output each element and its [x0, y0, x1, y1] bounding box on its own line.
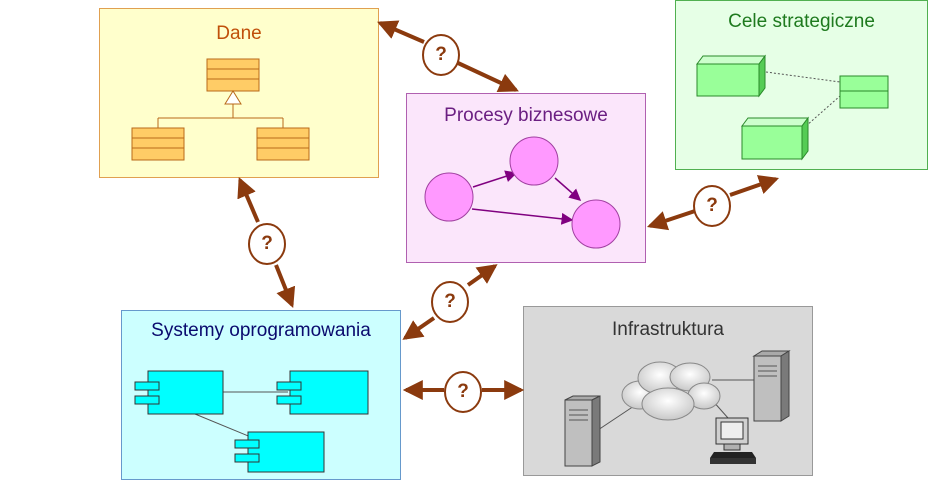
question-ellipse-systemy-procesy	[431, 281, 469, 323]
question-label-dane-procesy: ?	[435, 44, 447, 65]
arrow-dane-systemy-b	[274, 264, 296, 308]
arrow-systemy-procesy-a	[402, 316, 436, 340]
dane-title: Dane	[216, 23, 262, 44]
arrow-systemy-procesy-b	[466, 264, 498, 287]
question-ellipse-dane-procesy	[422, 34, 460, 76]
systemy-title: Systemy oprogramowania	[151, 320, 371, 341]
question-label-dane-systemy: ?	[261, 233, 273, 254]
question-ellipse-procesy-cele	[693, 185, 731, 227]
cele-title: Cele strategiczne	[728, 11, 875, 32]
question-label-systemy-infrastruktura: ?	[457, 381, 469, 402]
arrow-dane-systemy-a	[237, 177, 260, 223]
arrow-dane-procesy-b	[457, 61, 519, 92]
question-ellipse-systemy-infrastruktura	[444, 371, 482, 413]
question-label-procesy-cele: ?	[706, 195, 718, 216]
procesy-title: Procesy biznesowe	[444, 105, 608, 126]
uml-class-diagram-icon	[131, 58, 310, 161]
process-flow-icon	[424, 136, 621, 249]
goal-blocks-icon	[696, 54, 889, 161]
question-ellipse-dane-systemy	[248, 223, 286, 265]
infrastruktura-title: Infrastruktura	[612, 319, 724, 340]
network-servers-icon	[564, 350, 791, 467]
arrow-dane-procesy-a	[377, 20, 425, 44]
component-diagram-icon	[134, 370, 369, 473]
arrow-procesy-cele-a	[646, 209, 696, 231]
question-label-systemy-procesy: ?	[444, 291, 456, 312]
arrow-procesy-cele-b	[729, 175, 780, 197]
